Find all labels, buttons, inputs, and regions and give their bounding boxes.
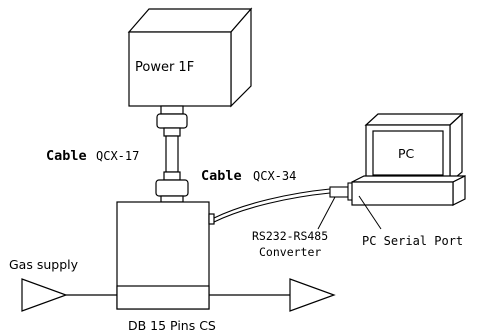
pc-computer [351, 112, 466, 206]
cable-qcx-34-word: Cable [201, 168, 242, 184]
cable-upper-plug-neck [163, 127, 181, 137]
gas-flow-line [21, 278, 336, 312]
cable-qcx-34 [213, 188, 331, 223]
converter-leader-line [317, 196, 336, 230]
pc-label: PC [398, 146, 415, 161]
converter-body [329, 186, 349, 198]
controller-device-base [116, 285, 210, 310]
gas-supply-label: Gas supply [9, 257, 79, 272]
serial-port-label: PC Serial Port [362, 234, 463, 248]
cable-qcx-34-code: QCX-34 [253, 169, 296, 183]
cable-lower-plug-body [155, 179, 189, 197]
power-supply-label: Power 1F [135, 60, 194, 75]
cable-vertical-wire [165, 135, 179, 173]
pc-monitor-top [364, 113, 464, 126]
power-supply-top-face [127, 8, 253, 33]
pc-monitor-screen [372, 130, 444, 176]
power-supply-front-face [128, 31, 232, 107]
controller-device [116, 201, 215, 310]
cable-qcx-17-word: Cable [46, 148, 87, 164]
converter-label-line1: RS232-RS485 [252, 229, 328, 243]
cable-qcx-34-wire-outer [213, 188, 331, 219]
device-top-connector [160, 195, 184, 203]
gas-inlet-arrow [21, 278, 68, 312]
cable-qcx-17 [155, 105, 189, 203]
cable-upper-plug-body [156, 113, 188, 129]
cable-lower-plug-neck [163, 171, 181, 181]
gas-outlet-arrow [289, 278, 336, 312]
cable-qcx-17-code: QCX-17 [96, 149, 139, 163]
pc-monitor-side [449, 112, 463, 184]
power-supply-unit [127, 7, 253, 108]
converter-label-line2: Converter [259, 245, 321, 259]
pc-case-front [351, 181, 454, 206]
serial-port-leader-line [358, 195, 382, 230]
pc-case-top [351, 175, 466, 183]
controller-side-port [208, 213, 215, 225]
db15-pins-label: DB 15 Pins CS [128, 318, 216, 333]
power-bottom-connector [160, 105, 184, 115]
cable-qcx-34-wire-inner [213, 192, 331, 223]
